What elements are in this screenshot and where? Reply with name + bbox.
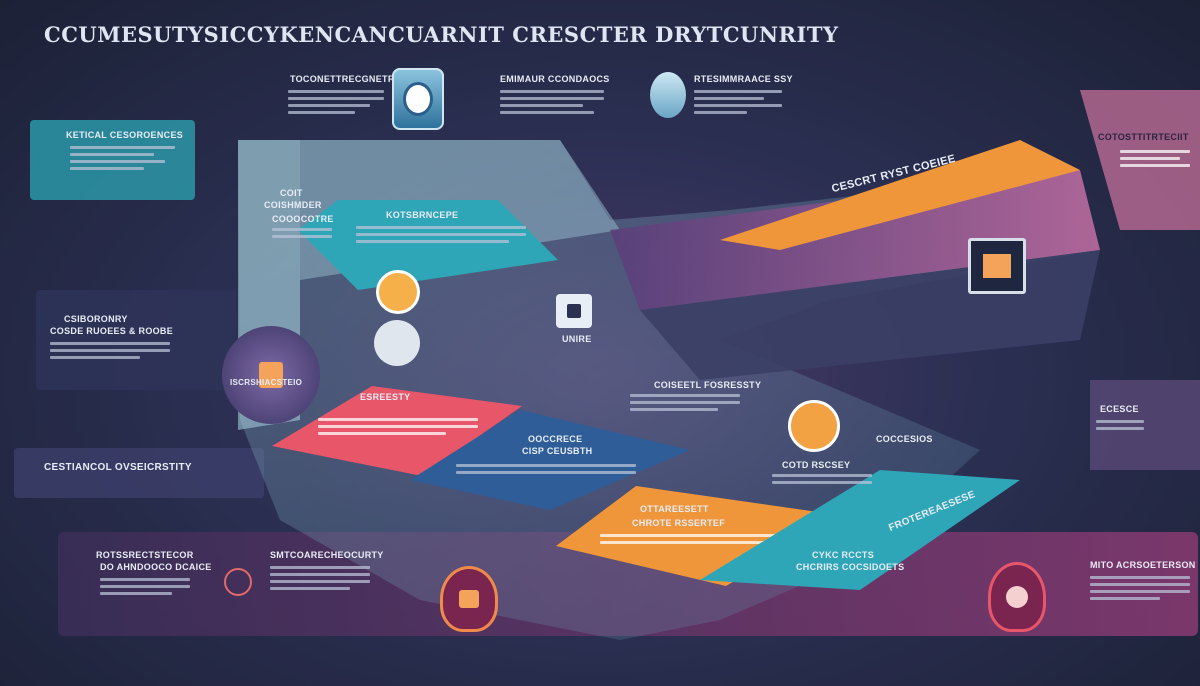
top-mid-label-2: EMIMAUR CCONDAOCS xyxy=(500,74,610,84)
mid-left-label-3: COOOCOTRE xyxy=(272,214,334,224)
user-shield-icon xyxy=(650,72,686,118)
bottom-label-2: SMTCOARECHEOCURTY xyxy=(270,550,384,560)
mid-steps-title: COISEETL FOSRESSTY xyxy=(654,380,762,390)
left-mid-subheading: COSDE RUOEES & ROOBE xyxy=(50,326,174,336)
bottom-text-2 xyxy=(270,566,370,590)
small-white-label: UNIRE xyxy=(562,334,592,344)
shield-lock-icon xyxy=(440,566,498,632)
right-small-text xyxy=(1096,420,1144,430)
shield-person-icon xyxy=(988,562,1046,632)
bottom-text-3 xyxy=(1090,576,1190,600)
biometric-icon xyxy=(224,568,252,596)
gear-circle-icon xyxy=(376,270,420,314)
cyber-title: OOCCRECE xyxy=(528,434,583,444)
device-circle-icon xyxy=(374,320,420,366)
card-text xyxy=(70,146,175,170)
shield-badge-icon xyxy=(788,400,840,452)
red-step-title: ESREESTY xyxy=(360,392,411,402)
mid-steps-text xyxy=(630,394,740,411)
mid-left-label-1: COIT xyxy=(280,188,303,198)
shield-monitor-icon xyxy=(392,68,444,130)
top-mid-text-2 xyxy=(500,90,604,114)
left-strip-label: CESTIANCOL OVSEICRSTITY xyxy=(44,462,192,473)
orange-bottom-title: OTTAREESETT xyxy=(640,504,709,514)
page-title: CCUMESUTYSICCYKENCANCUARNIT CRESCTER DRY… xyxy=(44,22,839,47)
right-mid-subtitle: COTD RSCSEY xyxy=(782,460,851,470)
top-mid-text-1 xyxy=(288,90,384,114)
padlock-screen-icon xyxy=(556,294,592,328)
orange-bottom-subtitle: CHROTE RSSERTEF xyxy=(632,518,726,528)
mid-left-text xyxy=(272,228,332,238)
top-mid-text-3 xyxy=(694,90,782,114)
red-step-text xyxy=(318,418,478,435)
top-mid-label-3: RTESIMMRAACE SSY xyxy=(694,74,793,84)
teal-step xyxy=(298,200,558,290)
bottom-label-1b: DO AHNDOOCO DCAICE xyxy=(100,562,212,572)
red-step xyxy=(272,386,522,476)
teal-bottom-subtitle: CHCRIRS COCSIDOETS xyxy=(796,562,905,572)
bottom-label-3: MITO ACRSOETERSON xyxy=(1090,560,1196,570)
card-heading: KETICAL CESOROENCES xyxy=(66,130,184,140)
monitor-icon xyxy=(968,238,1026,294)
bottom-text-1 xyxy=(100,578,190,595)
cyber-subtitle: CISP CEUSBTH xyxy=(522,446,593,456)
right-mid-title: COCCESIOS xyxy=(876,434,933,444)
orange-step xyxy=(720,140,1080,250)
circle-label: ISCRSHIACSTEIO xyxy=(230,378,303,387)
right-top-heading: COTOSTTITRTECIIT xyxy=(1098,132,1189,142)
teal-bottom-title: CYKC RCCTS xyxy=(812,550,875,560)
teal-bottom-step xyxy=(700,470,1020,590)
left-mid-heading: CSIBORONRY xyxy=(64,314,128,324)
bottom-label-1: ROTSSRECTSTECOR xyxy=(96,550,194,560)
orange-bottom-text xyxy=(600,534,780,544)
cyber-text xyxy=(456,464,636,474)
blue-step xyxy=(410,410,690,510)
right-mid-text xyxy=(772,474,872,484)
right-top-text xyxy=(1120,150,1190,167)
left-mid-text xyxy=(50,342,170,359)
top-mid-label-1: TOCONETTRECGNETRYTE xyxy=(290,74,413,84)
mid-left-label-2: COISHMDER xyxy=(264,200,322,210)
right-small-label: ECESCE xyxy=(1100,404,1139,414)
lock-circle-icon xyxy=(222,326,320,424)
teal-step-text xyxy=(356,226,526,243)
teal-step-title: KOTSBRNCEPE xyxy=(386,210,459,220)
